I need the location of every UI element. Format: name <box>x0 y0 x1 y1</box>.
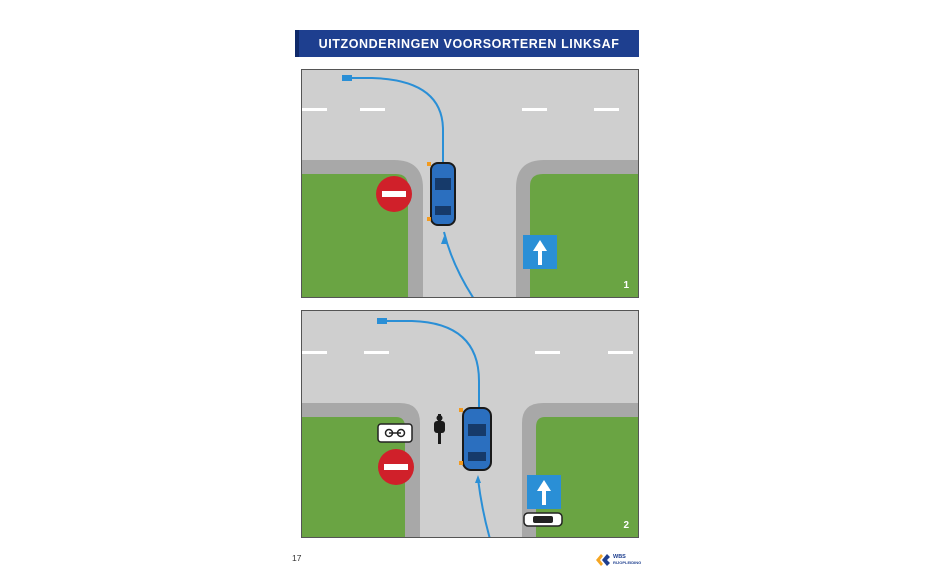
car-subsign-icon <box>523 512 563 527</box>
route-path <box>443 231 474 297</box>
route-arrow-icon <box>342 75 352 81</box>
panel-number: 1 <box>623 280 629 291</box>
section-title: UITZONDERINGEN VOORSORTEREN LINKSAF <box>295 30 639 57</box>
route-arrow-icon <box>441 236 447 244</box>
grass-left <box>302 417 405 537</box>
panel-number: 2 <box>623 520 629 531</box>
intersection-scene-1 <box>302 70 638 297</box>
car-icon <box>459 407 492 471</box>
lane-marking <box>608 351 633 354</box>
logo-text: WBS <box>613 553 626 560</box>
route-path <box>477 478 491 537</box>
cyclist-icon <box>434 414 445 444</box>
lane-marking <box>360 108 385 111</box>
publisher-logo: WBS RIJOPLEIDING <box>596 554 641 566</box>
route-path <box>348 77 444 170</box>
lane-marking <box>364 351 389 354</box>
route-arrow-icon <box>475 475 481 483</box>
one-way-sign-icon <box>527 475 561 509</box>
route-path <box>384 320 480 407</box>
bicycle-subsign-icon <box>377 423 413 443</box>
lane-marking <box>302 351 327 354</box>
no-entry-sign-icon <box>376 176 412 212</box>
lane-marking <box>302 108 327 111</box>
illustration-panel-1: 1 <box>301 69 639 298</box>
lane-marking <box>535 351 560 354</box>
logo-subtext: RIJOPLEIDING <box>613 560 642 565</box>
car-icon <box>427 162 456 226</box>
lane-marking <box>522 108 547 111</box>
intersection-scene-2 <box>302 311 638 537</box>
lane-marking <box>594 108 619 111</box>
no-entry-sign-icon <box>378 449 414 485</box>
illustration-panel-2: 2 <box>301 310 639 538</box>
page-number: 17 <box>292 553 302 563</box>
logo-icon <box>596 554 610 566</box>
route-arrow-icon <box>377 318 387 324</box>
grass-right <box>536 417 638 537</box>
one-way-sign-icon <box>523 235 557 269</box>
